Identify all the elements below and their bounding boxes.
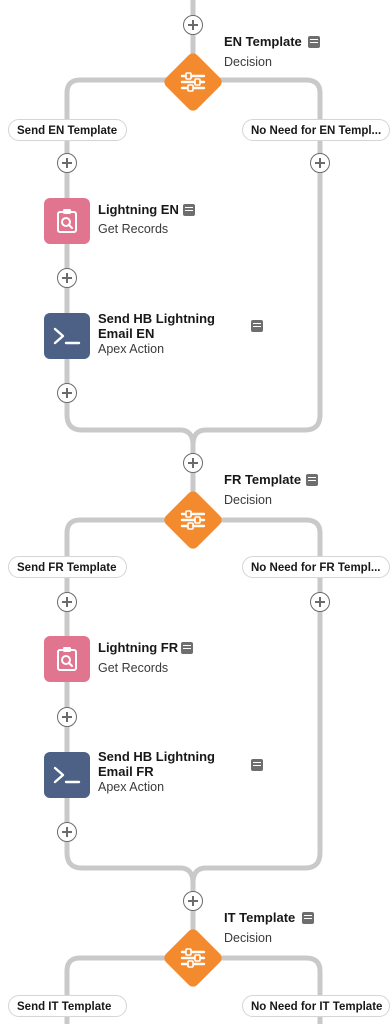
description-icon[interactable] [302, 912, 314, 924]
records-title: Lightning EN [98, 202, 179, 217]
add-element-icon[interactable] [310, 153, 330, 173]
add-element-icon[interactable] [57, 822, 77, 842]
outcome-left[interactable]: Send FR Template [8, 556, 127, 578]
description-icon[interactable] [306, 474, 318, 486]
add-element-icon[interactable] [57, 153, 77, 173]
action-title-line2: Email EN [98, 326, 155, 341]
decision-type: Decision [224, 493, 272, 507]
get-records-icon[interactable] [44, 198, 90, 244]
terminal-icon [53, 327, 81, 345]
add-element-icon[interactable] [183, 15, 203, 35]
apex-action-icon[interactable] [44, 752, 90, 798]
records-type: Get Records [98, 661, 169, 675]
outcome-right[interactable]: No Need for FR Templ... [242, 556, 390, 578]
decision-type: Decision [224, 55, 272, 69]
description-icon[interactable] [183, 204, 195, 216]
action-type: Apex Action [98, 342, 165, 356]
decision-title: IT Template [224, 910, 296, 925]
apex-action-icon[interactable] [44, 313, 90, 359]
decision-title: EN Template [224, 34, 302, 49]
add-element-icon[interactable] [57, 268, 77, 288]
add-element-icon[interactable] [183, 891, 203, 911]
outcome-left[interactable]: Send IT Template [8, 995, 127, 1017]
outcome-right[interactable]: No Need for EN Templ... [242, 119, 390, 141]
outcome-right[interactable]: No Need for IT Template [242, 995, 390, 1017]
description-icon[interactable] [251, 320, 263, 332]
decision-type: Decision [224, 931, 272, 945]
clipboard-search-icon [57, 647, 77, 671]
action-type: Apex Action [98, 780, 165, 794]
add-element-icon[interactable] [183, 453, 203, 473]
description-icon[interactable] [181, 642, 193, 654]
get-records-icon[interactable] [44, 636, 90, 682]
description-icon[interactable] [308, 36, 320, 48]
clipboard-search-icon [57, 209, 77, 233]
add-element-icon[interactable] [310, 592, 330, 612]
terminal-icon [53, 766, 81, 784]
outcome-left[interactable]: Send EN Template [8, 119, 127, 141]
action-title-line1: Send HB Lightning [98, 311, 215, 326]
add-element-icon[interactable] [57, 592, 77, 612]
decision-title: FR Template [224, 472, 302, 487]
records-type: Get Records [98, 222, 169, 236]
decision-glyph-icon [180, 72, 206, 92]
action-title-line1: Send HB Lightning [98, 749, 215, 764]
action-title-line2: Email FR [98, 764, 154, 779]
add-element-icon[interactable] [57, 383, 77, 403]
add-element-icon[interactable] [57, 707, 77, 727]
decision-glyph-icon [180, 510, 206, 530]
records-title: Lightning FR [98, 640, 179, 655]
description-icon[interactable] [251, 759, 263, 771]
decision-glyph-icon [180, 948, 206, 968]
